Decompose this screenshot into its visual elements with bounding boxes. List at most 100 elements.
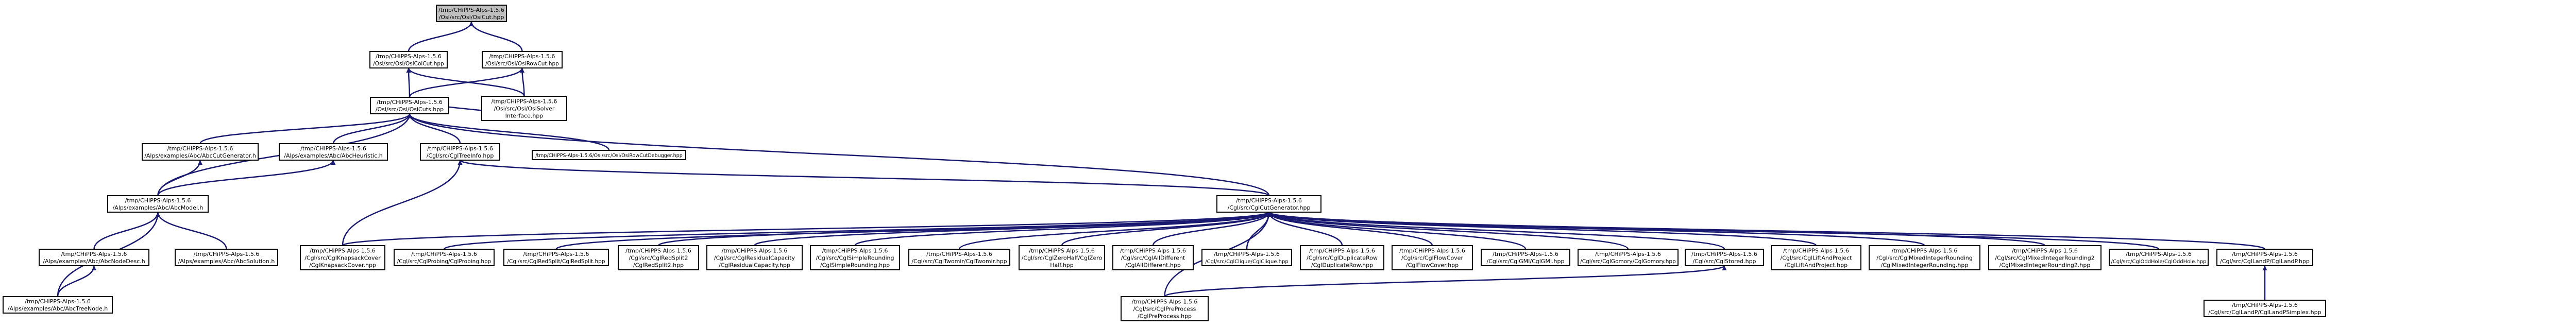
node-label-line: /Osi/src/Osi/OsiColCut.hpp bbox=[373, 61, 444, 67]
node-label-line: /Cgl/src/CglStored.hpp bbox=[1692, 258, 1756, 265]
node-cgl-land-p[interactable]: /tmp/CHiPPS-Alps-1.5.6/Cgl/src/CglLandP/… bbox=[2216, 249, 2313, 266]
node-label-line: /Cgl/src/CglDuplicateRow bbox=[1307, 255, 1378, 262]
node-label-line: /tmp/CHiPPS-Alps-1.5.6 bbox=[300, 145, 366, 152]
node-cgl-cut-generator[interactable]: /tmp/CHiPPS-Alps-1.5.6/Cgl/src/CglCutGen… bbox=[1216, 195, 1321, 213]
node-box bbox=[436, 5, 507, 22]
node-box bbox=[1392, 245, 1473, 270]
edge-osi-cuts-to-abc-cut-generator bbox=[199, 113, 412, 144]
node-abc-node-desc[interactable]: /tmp/CHiPPS-Alps-1.5.6/Alps/examples/Abc… bbox=[39, 249, 149, 266]
node-cgl-red-split2[interactable]: /tmp/CHiPPS-Alps-1.5.6/Cgl/src/CglRedSpl… bbox=[618, 245, 699, 270]
node-osi-col-cut[interactable]: /tmp/CHiPPS-Alps-1.5.6/Osi/src/Osi/OsiCo… bbox=[369, 51, 448, 68]
node-cgl-mixed-integer-rounding2[interactable]: /tmp/CHiPPS-Alps-1.5.6/Cgl/src/CglMixedI… bbox=[1988, 245, 2102, 270]
edge-cgl-cut-generator-to-cgl-all-different bbox=[1152, 212, 1272, 246]
node-cgl-all-different[interactable]: /tmp/CHiPPS-Alps-1.5.6/Cgl/src/CglAllDif… bbox=[1112, 245, 1194, 270]
node-label-line: /Cgl/src/CglGMI/CglGMI.hpp bbox=[1487, 258, 1565, 265]
node-cgl-twomir[interactable]: /tmp/CHiPPS-Alps-1.5.6/Cgl/src/CglTwomir… bbox=[908, 249, 1010, 266]
node-label-line: /tmp/CHiPPS-Alps-1.5.6 bbox=[822, 248, 888, 254]
edge-osi-cut-to-osi-col-cut bbox=[408, 21, 474, 52]
node-box bbox=[1481, 249, 1570, 266]
node-cgl-gmi[interactable]: /tmp/CHiPPS-Alps-1.5.6/Cgl/src/CglGMI/Cg… bbox=[1481, 249, 1570, 266]
node-label-line: /tmp/CHiPPS-Alps-1.5.6 bbox=[2012, 248, 2078, 254]
node-box bbox=[300, 245, 385, 270]
node-cgl-residual-capacity[interactable]: /tmp/CHiPPS-Alps-1.5.6/Cgl/src/CglResidu… bbox=[706, 245, 803, 270]
edge-cgl-cut-generator-to-cgl-knapsack-cover bbox=[342, 211, 1271, 247]
node-label-line: /Cgl/src/CglTwomir/CglTwomir.hpp bbox=[911, 258, 1007, 265]
node-cgl-red-split[interactable]: /tmp/CHiPPS-Alps-1.5.6/Cgl/src/CglRedSpl… bbox=[503, 249, 609, 266]
node-box bbox=[908, 249, 1010, 266]
node-abc-tree-node[interactable]: /tmp/CHiPPS-Alps-1.5.6/Alps/examples/Abc… bbox=[3, 296, 113, 314]
edge-cgl-cut-generator-to-cgl-stored bbox=[1266, 211, 1725, 250]
edge-osi-cuts-to-osi-row-cut-debugger bbox=[407, 113, 610, 151]
node-cgl-flow-cover[interactable]: /tmp/CHiPPS-Alps-1.5.6/Cgl/src/CglFlowCo… bbox=[1392, 245, 1473, 270]
node-cgl-clique[interactable]: /tmp/CHiPPS-Alps-1.5.6/Cgl/src/CglClique… bbox=[1201, 249, 1292, 266]
node-box bbox=[369, 51, 448, 68]
node-cgl-duplicate-row[interactable]: /tmp/CHiPPS-Alps-1.5.6/Cgl/src/CglDuplic… bbox=[1300, 245, 1384, 270]
node-box bbox=[279, 143, 388, 161]
node-box bbox=[481, 96, 567, 121]
edge-cgl-cut-generator-to-cgl-duplicate-row bbox=[1266, 212, 1343, 246]
node-osi-row-cut-debugger[interactable]: /tmp/CHiPPS-Alps-1.5.6/Osi/src/Osi/OsiRo… bbox=[532, 150, 686, 160]
node-cgl-stored[interactable]: /tmp/CHiPPS-Alps-1.5.6/Cgl/src/CglStored… bbox=[1685, 249, 1764, 266]
node-abc-solution[interactable]: /tmp/CHiPPS-Alps-1.5.6/Alps/examples/Abc… bbox=[175, 249, 278, 266]
node-label-line: /Osi/src/Osi/OsiCut.hpp bbox=[439, 14, 504, 21]
node-box bbox=[1578, 249, 1679, 266]
node-cgl-simple-rounding[interactable]: /tmp/CHiPPS-Alps-1.5.6/Cgl/src/CglSimple… bbox=[810, 245, 900, 270]
node-abc-model[interactable]: /tmp/CHiPPS-Alps-1.5.6/Alps/examples/Abc… bbox=[107, 195, 209, 213]
node-label-line: /tmp/CHiPPS-Alps-1.5.6 bbox=[1892, 248, 1958, 254]
node-label-line: /tmp/CHiPPS-Alps-1.5.6 bbox=[2232, 251, 2298, 257]
node-box bbox=[1300, 245, 1384, 270]
node-osi-cuts[interactable]: /tmp/CHiPPS-Alps-1.5.6/Osi/src/Osi/OsiCu… bbox=[370, 97, 449, 114]
node-cgl-odd-hole[interactable]: /tmp/CHiPPS-Alps-1.5.6/Cgl/src/CglOddHol… bbox=[2109, 249, 2209, 266]
node-cgl-lift-and-project[interactable]: /tmp/CHiPPS-Alps-1.5.6/Cgl/src/CglLiftAn… bbox=[1771, 245, 1861, 270]
node-osi-row-cut[interactable]: /tmp/CHiPPS-Alps-1.5.6/Osi/src/Osi/OsiRo… bbox=[482, 51, 563, 68]
node-cgl-knapsack-cover[interactable]: /tmp/CHiPPS-Alps-1.5.6/Cgl/src/CglKnapsa… bbox=[300, 245, 385, 270]
node-label-line: /tmp/CHiPPS-Alps-1.5.6 bbox=[194, 251, 260, 257]
node-box bbox=[618, 245, 699, 270]
node-label-line: /Cgl/src/CglAllDifferent bbox=[1121, 255, 1185, 262]
edge-abc-cut-generator-to-abc-model bbox=[157, 160, 202, 196]
node-label-line: /CglSimpleRounding.hpp bbox=[820, 262, 890, 269]
node-cgl-land-p-simplex[interactable]: /tmp/CHiPPS-Alps-1.5.6/Cgl/src/CglLandP/… bbox=[2204, 300, 2326, 317]
node-label-line: /tmp/CHiPPS-Alps-1.5.6 bbox=[1783, 248, 1849, 254]
node-label-line: /tmp/CHiPPS-Alps-1.5.6 bbox=[376, 53, 442, 60]
node-label-line: /Cgl/src/CglLiftAndProject bbox=[1781, 255, 1853, 262]
node-box bbox=[1201, 249, 1292, 266]
node-abc-cut-generator[interactable]: /tmp/CHiPPS-Alps-1.5.6/Alps/examples/Abc… bbox=[142, 143, 259, 161]
node-label-line: /Cgl/src/CglFlowCover bbox=[1401, 255, 1463, 262]
node-label-line: /Osi/src/Osi/OsiRowCut.hpp bbox=[485, 61, 559, 67]
edge-abc-model-to-abc-solution bbox=[156, 212, 227, 250]
node-box bbox=[1019, 245, 1105, 270]
node-box bbox=[420, 143, 500, 161]
node-cgl-treeinfo[interactable]: /tmp/CHiPPS-Alps-1.5.6/Cgl/src/CglTreeIn… bbox=[420, 143, 500, 161]
node-label-line: /tmp/CHiPPS-Alps-1.5.6 bbox=[411, 251, 477, 257]
node-label-line: /tmp/CHiPPS-Alps-1.5.6 bbox=[1493, 251, 1558, 257]
node-osi-solver-interface[interactable]: /tmp/CHiPPS-Alps-1.5.6/Osi/src/Osi/OsiSo… bbox=[481, 96, 567, 121]
node-abc-heuristic[interactable]: /tmp/CHiPPS-Alps-1.5.6/Alps/examples/Abc… bbox=[279, 143, 388, 161]
node-cgl-preprocess[interactable]: /tmp/CHiPPS-Alps-1.5.6/Cgl/src/CglPrePro… bbox=[1121, 296, 1209, 321]
node-label-line: /CglDuplicateRow.hpp bbox=[1311, 262, 1373, 269]
node-label-line: Half.hpp bbox=[1050, 262, 1074, 269]
node-label-line: /CglMixedIntegerRounding2.hpp bbox=[1999, 262, 2091, 269]
node-label-line: /CglMixedIntegerRounding.hpp bbox=[1881, 262, 1969, 269]
node-label-line: /Alps/examples/Abc/AbcModel.h bbox=[113, 204, 204, 211]
node-cgl-probing[interactable]: /tmp/CHiPPS-Alps-1.5.6/Cgl/src/CglProbin… bbox=[394, 249, 495, 266]
node-label-line: /Cgl/src/CglTreeInfo.hpp bbox=[427, 152, 494, 159]
node-label-line: /tmp/CHiPPS-Alps-1.5.6 bbox=[492, 98, 557, 105]
node-cgl-gomory[interactable]: /tmp/CHiPPS-Alps-1.5.6/Cgl/src/CglGomory… bbox=[1578, 249, 1679, 266]
node-label-line: /tmp/CHiPPS-Alps-1.5.6 bbox=[25, 298, 91, 305]
node-cgl-zero-half[interactable]: /tmp/CHiPPS-Alps-1.5.6/Cgl/src/CglZeroHa… bbox=[1019, 245, 1105, 270]
edge-osi-cut-to-osi-row-cut bbox=[469, 21, 523, 52]
edge-cgl-stored-to-cgl-preprocess bbox=[1164, 265, 1727, 298]
node-osi-cut[interactable]: /tmp/CHiPPS-Alps-1.5.6/Osi/src/Osi/OsiCu… bbox=[436, 5, 507, 22]
node-label-line: /tmp/CHiPPS-Alps-1.5.6 bbox=[438, 7, 504, 13]
node-label-line: /Cgl/src/CglMixedIntegerRounding2 bbox=[1995, 255, 2094, 262]
node-box bbox=[1216, 195, 1321, 213]
node-box bbox=[175, 249, 278, 266]
node-cgl-mixed-integer-rounding[interactable]: /tmp/CHiPPS-Alps-1.5.6/Cgl/src/CglMixedI… bbox=[1869, 245, 1980, 270]
node-label-line: /tmp/CHiPPS-Alps-1.5.6 bbox=[1120, 248, 1186, 254]
node-box bbox=[1869, 245, 1980, 270]
edge-osi-row-cut-to-osi-solver-interface bbox=[520, 67, 525, 97]
node-box bbox=[532, 150, 686, 160]
node-label-line: /tmp/CHiPPS-Alps-1.5.6 bbox=[310, 248, 376, 254]
node-label-line: /Osi/src/Osi/OsiSolver bbox=[494, 106, 555, 112]
